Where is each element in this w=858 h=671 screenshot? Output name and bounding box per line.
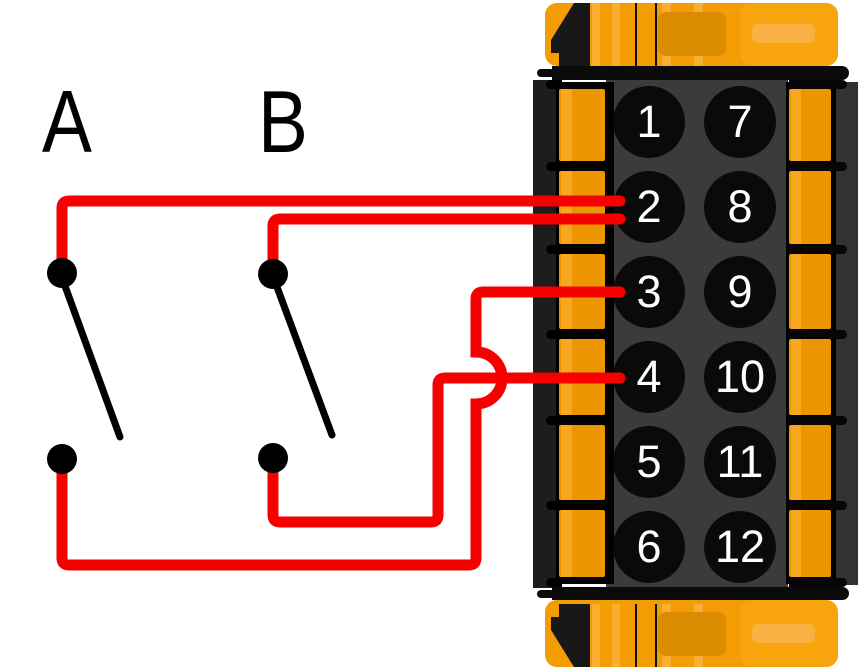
- switch-B-bottom-terminal: [258, 443, 288, 473]
- wire-switchB-top-to-pin2: [267, 213, 626, 280]
- cap-stripe-1: [612, 3, 620, 66]
- pin-2: 2: [613, 171, 685, 243]
- clamp-lever-left-1: [559, 89, 605, 161]
- divider-tab-right-3: [789, 330, 847, 339]
- cap-groove-line-1: [635, 3, 637, 66]
- pin-1: 1: [613, 86, 685, 158]
- pin-4: 4: [613, 341, 685, 413]
- cap-groove-line-1: [635, 604, 637, 667]
- switch-B-lever: [273, 283, 336, 439]
- lever-highlight: [791, 425, 801, 500]
- cap-stripe-0: [592, 604, 600, 667]
- clamp-lever-left-2: [559, 171, 605, 244]
- lever-highlight: [561, 89, 572, 161]
- clamp-lever-left-6: [559, 510, 605, 577]
- lever-highlight: [561, 171, 572, 244]
- switch-b-label: B: [258, 72, 308, 171]
- cap-stripe-0: [592, 3, 600, 66]
- cap-light-rect: [752, 624, 815, 643]
- wire-switchA-bottom-to-pin3: [56, 286, 626, 571]
- lever-highlight: [791, 510, 801, 577]
- switch-A-bottom-terminal: [47, 444, 77, 474]
- connector-main-body: [606, 80, 788, 588]
- wire-switchA-top-to-pin2: [56, 195, 626, 279]
- wire-switchB-bottom-to-pin4: [267, 372, 626, 528]
- cap-latch-plate: [658, 12, 726, 56]
- divider-tab-left-2: [546, 245, 562, 254]
- lever-highlight: [791, 254, 801, 329]
- pin-12: 12: [704, 511, 776, 583]
- cap-right-section: [740, 600, 838, 667]
- pin-7: 7: [704, 86, 776, 158]
- divider-tab-left-5: [546, 501, 562, 510]
- lever-highlight: [791, 339, 801, 415]
- switch-A-lever: [61, 282, 124, 441]
- divider-tab-left-6: [546, 578, 562, 587]
- switch-a-label: A: [42, 72, 92, 171]
- lever-highlight: [561, 425, 572, 500]
- pin-8: 8: [704, 171, 776, 243]
- lever-track-left: [556, 82, 614, 584]
- divider-tab-left-1: [546, 162, 562, 171]
- connector-right-rail: [836, 82, 858, 585]
- cap-groove-line-2: [655, 604, 657, 667]
- clamp-lever-right-2: [789, 171, 831, 244]
- divider-tab-left-0: [546, 80, 562, 89]
- divider-tab-right-5: [789, 501, 847, 510]
- cap-latch-plate: [658, 612, 726, 656]
- divider-tab-left-3: [546, 330, 562, 339]
- cap-release-lever-bottom: [551, 604, 590, 667]
- top-edge-strip: [552, 66, 849, 80]
- cap-right-section: [740, 3, 838, 66]
- pin-6: 6: [613, 511, 685, 583]
- cap-stripe-1: [612, 604, 620, 667]
- divider-tab-right-0: [789, 80, 847, 89]
- clamp-lever-right-6: [789, 510, 831, 577]
- clamp-lever-right-4: [789, 339, 831, 415]
- pin-11: 11: [704, 426, 776, 498]
- connector-bottom-cap: [545, 600, 838, 667]
- divider-tab-right-1: [789, 162, 847, 171]
- clamp-lever-left-5: [559, 425, 605, 500]
- cap-groove-line-2: [655, 3, 657, 66]
- lever-highlight: [791, 171, 801, 244]
- bottom-edge-nub: [537, 590, 555, 598]
- cap-release-lever-top: [551, 3, 590, 66]
- divider-tab-right-4: [789, 416, 847, 425]
- connector-top-cap: [545, 3, 838, 66]
- divider-tab-right-6: [789, 578, 847, 587]
- switch-B-top-terminal: [258, 259, 288, 289]
- top-edge-nub: [537, 69, 555, 77]
- clamp-lever-right-5: [789, 425, 831, 500]
- clamp-lever-right-3: [789, 254, 831, 329]
- pin-9: 9: [704, 256, 776, 328]
- pin-10: 10: [704, 341, 776, 413]
- lever-highlight: [791, 89, 801, 161]
- pin-5: 5: [613, 426, 685, 498]
- cap-light-rect: [752, 24, 815, 43]
- divider-tab-left-4: [546, 416, 562, 425]
- switch-A-top-terminal: [47, 258, 77, 288]
- divider-tab-right-2: [789, 245, 847, 254]
- bottom-edge-strip: [552, 587, 849, 600]
- clamp-lever-right-1: [789, 89, 831, 161]
- lever-highlight: [561, 510, 572, 577]
